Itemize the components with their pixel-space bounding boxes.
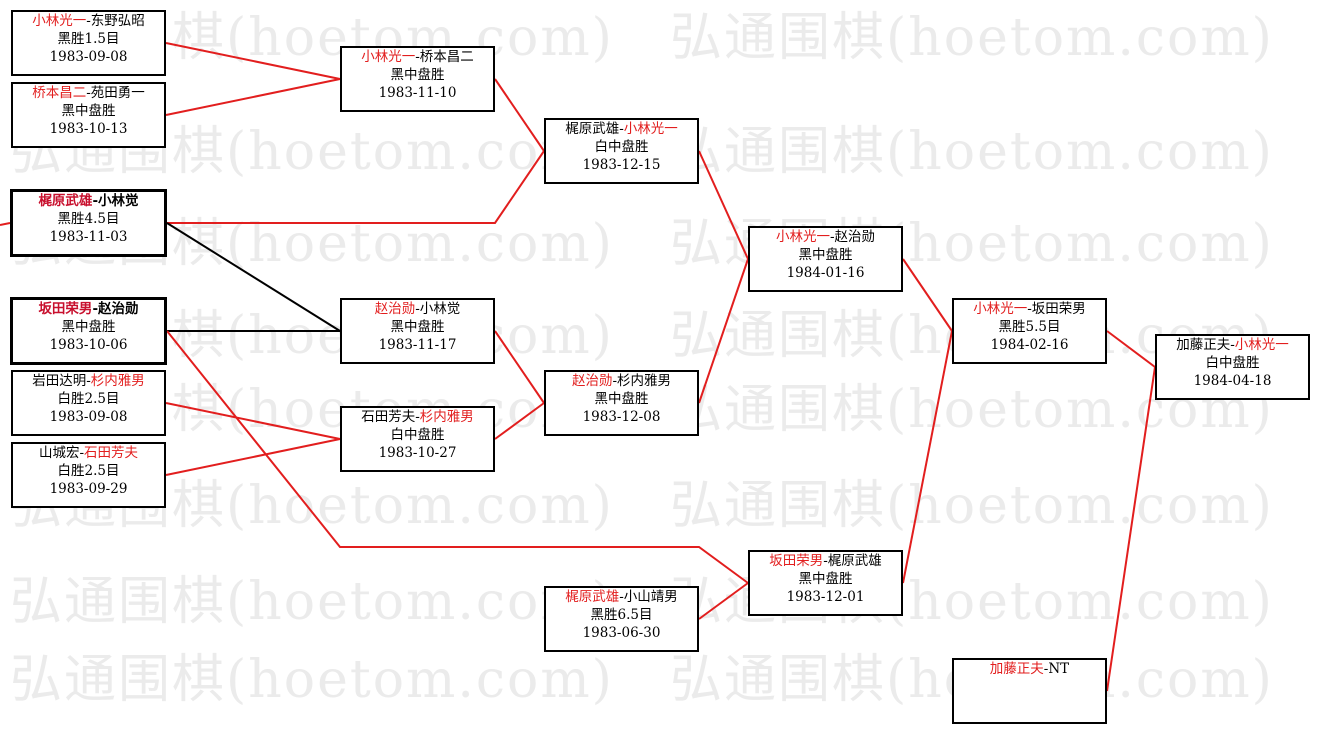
match-players: 梶原武雄-小林光一 [565,121,678,137]
match-box[interactable]: 加藤正夫-NT [952,658,1107,724]
connector-line [166,330,749,584]
match-box[interactable]: 梶原武雄-小林光一 白中盘胜 1983-12-15 [544,118,699,184]
match-date: 1984-01-16 [786,265,865,281]
match-date: 1983-11-17 [378,337,457,353]
match-players: 梶原武雄-小林觉 [38,193,139,209]
match-date: 1983-10-13 [49,121,128,137]
match-date: 1983-10-06 [49,337,128,353]
match-players: 坂田荣男-梶原武雄 [769,553,882,569]
connector-line [165,402,341,440]
match-result: 黑中盘胜 [390,67,445,83]
watermark-text: 弘通围棋(hoetom.com) [670,8,1274,68]
connector-line [165,438,341,476]
connector-line [494,330,545,404]
watermark-text: 弘通围棋(hoetom.com) [670,476,1274,536]
watermark-text: 弘通围棋(hoetom.com) [10,572,614,632]
match-date: 1983-11-10 [378,85,457,101]
match-result: 黑胜1.5目 [57,31,120,47]
match-players: 小林光一-赵治勋 [775,229,876,245]
match-players: 小林光一-坂田荣男 [973,301,1086,317]
match-date: 1983-06-30 [582,625,661,641]
match-box[interactable]: 坂田荣男-梶原武雄 黑中盘胜 1983-12-01 [748,550,903,616]
match-players: 岩田达明-杉内雅男 [32,373,145,389]
match-result: 白中盘胜 [390,427,445,443]
match-date: 1984-04-18 [1193,373,1272,389]
connector-line [494,402,545,440]
match-date: 1983-11-03 [49,229,128,245]
match-result: 黑中盘胜 [594,391,649,407]
match-result: 白胜2.5目 [57,391,120,407]
match-date: 1983-10-27 [378,445,457,461]
match-result: 黑中盘胜 [798,247,853,263]
match-box[interactable]: 小林光一-桥本昌二 黑中盘胜 1983-11-10 [340,46,495,112]
match-players: 山城宏-石田芳夫 [38,445,139,461]
match-box[interactable]: 加藤正夫-小林光一 白中盘胜 1984-04-18 [1155,334,1310,400]
match-box[interactable]: 桥本昌二-苑田勇一 黑中盘胜 1983-10-13 [11,82,166,148]
match-box[interactable]: 小林光一-赵治勋 黑中盘胜 1984-01-16 [748,226,903,292]
match-date: 1983-09-29 [49,481,128,497]
connector-line [0,222,11,226]
connector-line [698,582,749,620]
match-date: 1983-12-15 [582,157,661,173]
match-result: 白中盘胜 [1205,355,1260,371]
connector-line [166,222,341,332]
match-box[interactable]: 梶原武雄-小林觉 黑胜4.5目 1983-11-03 [10,189,167,257]
match-date: 1983-09-08 [49,409,128,425]
match-players: 小林光一-桥本昌二 [361,49,474,65]
match-players: 石田芳夫-杉内雅男 [361,409,474,425]
match-result: 黑中盘胜 [61,103,116,119]
match-result: 黑胜4.5目 [57,211,120,227]
connector-line [165,42,341,80]
match-players: 加藤正夫-小林光一 [1176,337,1289,353]
match-result: 白胜2.5目 [57,463,120,479]
match-box[interactable]: 小林光一-东野弘昭 黑胜1.5目 1983-09-08 [11,10,166,76]
match-date: 1983-09-08 [49,49,128,65]
match-result: 黑中盘胜 [61,319,116,335]
match-players: 梶原武雄-小山靖男 [565,589,678,605]
match-box[interactable]: 坂田荣男-赵治勋 黑中盘胜 1983-10-06 [10,297,167,365]
match-box[interactable]: 岩田达明-杉内雅男 白胜2.5目 1983-09-08 [11,370,166,436]
match-result: 黑中盘胜 [390,319,445,335]
connector-line [698,258,749,404]
match-box[interactable]: 梶原武雄-小山靖男 黑胜6.5目 1983-06-30 [544,586,699,652]
connector-line [494,78,545,152]
match-result: 白中盘胜 [594,139,649,155]
connector-line [1106,330,1156,368]
match-box[interactable]: 山城宏-石田芳夫 白胜2.5目 1983-09-29 [11,442,166,508]
connector-line [165,78,341,116]
match-box[interactable]: 小林光一-坂田荣男 黑胜5.5目 1984-02-16 [952,298,1107,364]
match-players: 坂田荣男-赵治勋 [38,301,139,317]
match-date: 1984-02-16 [990,337,1069,353]
match-players: 赵治勋-杉内雅男 [571,373,672,389]
match-players: 桥本昌二-苑田勇一 [32,85,145,101]
match-date: 1983-12-01 [786,589,865,605]
match-box[interactable]: 赵治勋-小林觉 黑中盘胜 1983-11-17 [340,298,495,364]
match-result: 黑中盘胜 [798,571,853,587]
connector-line [1106,366,1156,692]
match-date: 1983-12-08 [582,409,661,425]
connector-line [902,258,953,332]
match-players: 小林光一-东野弘昭 [32,13,145,29]
watermark-text: 弘通围棋(hoetom.com) [670,122,1274,182]
connector-line [167,150,545,224]
match-box[interactable]: 石田芳夫-杉内雅男 白中盘胜 1983-10-27 [340,406,495,472]
match-result: 黑胜6.5目 [590,607,653,623]
match-result: 黑胜5.5目 [998,319,1061,335]
connector-line [698,150,749,260]
watermark-text: 弘通围棋(hoetom.com) [10,650,614,710]
match-players: 加藤正夫-NT [989,661,1070,677]
match-players: 赵治勋-小林觉 [374,301,461,317]
connector-line [902,330,953,584]
match-box[interactable]: 赵治勋-杉内雅男 黑中盘胜 1983-12-08 [544,370,699,436]
